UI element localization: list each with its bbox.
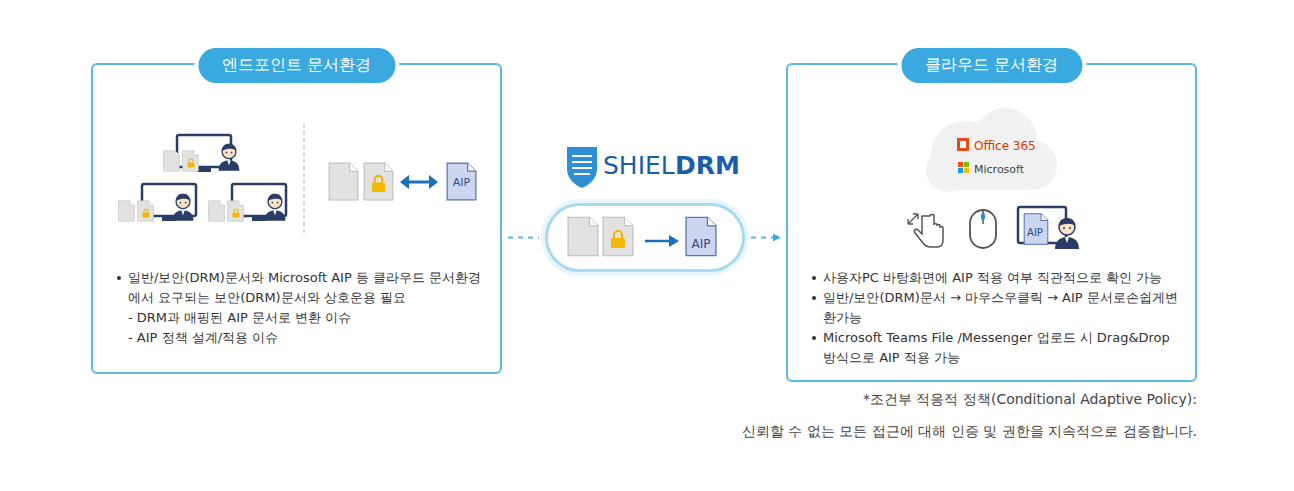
bullet-text: Microsoft Teams File /Messenger 업로드 시 Dr…: [823, 330, 1170, 365]
brand-text: Office 365: [974, 139, 1036, 153]
bullet-text: - AIP 정책 설계/적용 이슈: [128, 330, 278, 345]
logo-text: SHIEL: [603, 151, 675, 180]
sub-item: - DRM과 매핑된 AIP 문서로 변환 이슈: [115, 308, 491, 328]
bullet-text: 사용자PC 바탕화면에 AIP 적용 여부 직관적으로 확인 가능: [823, 270, 1162, 285]
bullet-dot: [117, 276, 121, 280]
bullet-item: Microsoft Teams File /Messenger 업로드 시 Dr…: [810, 328, 1186, 368]
bullet-list: 사용자PC 바탕화면에 AIP 적용 여부 직관적으로 확인 가능일반/보안(D…: [810, 268, 1186, 368]
doc-label: AIP: [685, 237, 717, 251]
bullet-item: 사용자PC 바탕화면에 AIP 적용 여부 직관적으로 확인 가능: [810, 268, 1186, 288]
region-heading: 클라우드 문서환경: [901, 48, 1082, 83]
cloud-node: Office 365Microsoft: [932, 112, 1057, 194]
logo-text: DRM: [675, 151, 740, 180]
bullet-item: 일반/보안(DRM)문서 → 마우스우클릭 → AIP 문서로손쉽게변환가능: [810, 288, 1186, 328]
region-box: 엔드포인트 문서환경일반/보안(DRM)문서와 Microsoft AIP 등 …: [91, 63, 502, 374]
region-heading: 엔드포인트 문서환경: [198, 48, 395, 83]
bullet-dot: [812, 336, 816, 340]
doc-label: AIP: [1022, 227, 1048, 238]
sub-item: - AIP 정책 설계/적용 이슈: [115, 328, 491, 348]
bullet-dot: [812, 296, 816, 300]
bullet-text: - DRM과 매핑된 AIP 문서로 변환 이슈: [128, 310, 351, 325]
converter-pill: AIP: [545, 203, 745, 272]
flow-connector: [508, 237, 539, 239]
bullet-text: 일반/보안(DRM)문서와 Microsoft AIP 등 클라우드 문서환경에…: [128, 270, 481, 305]
flow-connector: [751, 237, 780, 239]
region-box: Office 365Microsoft클라우드 문서환경사용자PC 바탕화면에 …: [786, 63, 1197, 382]
footnote: *조건부 적응적 정책(Conditional Adaptive Policy)…: [863, 391, 1197, 409]
bullet-list: 일반/보안(DRM)문서와 Microsoft AIP 등 클라우드 문서환경에…: [115, 268, 491, 348]
bullet-text: 일반/보안(DRM)문서 → 마우스우클릭 → AIP 문서로손쉽게변환가능: [823, 290, 1178, 325]
bullet-dot: [812, 276, 816, 280]
doc-label: AIP: [446, 176, 477, 189]
bullet-item: 일반/보안(DRM)문서와 Microsoft AIP 등 클라우드 문서환경에…: [115, 268, 491, 308]
footnote: 신뢰할 수 없는 모든 접근에 대해 인증 및 권한을 지속적으로 검증합니다.: [742, 423, 1197, 441]
brand-text: Microsoft: [974, 163, 1024, 176]
